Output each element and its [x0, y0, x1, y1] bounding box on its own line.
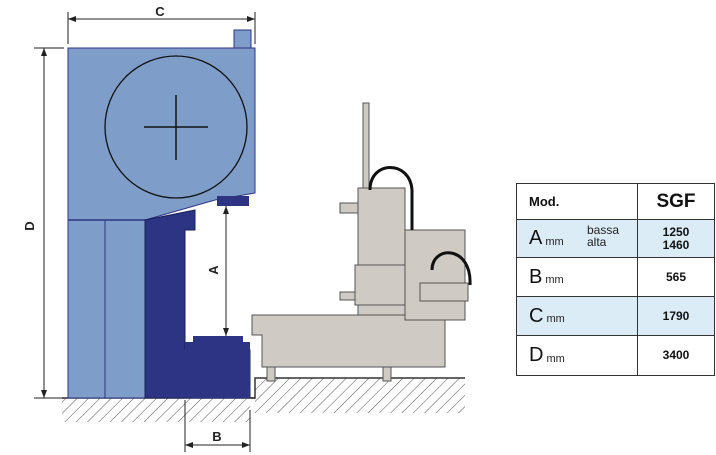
row-a-sublabel-bassa: bassa — [587, 223, 620, 237]
row-c-unit: mm — [546, 313, 565, 325]
carriage-body — [251, 314, 446, 368]
row-a-sublabel-alta: alta — [587, 235, 607, 249]
row-a-sublabels: bassa alta — [587, 224, 619, 248]
hydraulic-hose-2 — [430, 251, 472, 286]
dimension-d-label: D — [22, 221, 37, 230]
hydraulic-hose-1 — [368, 166, 414, 230]
row-a-value-bassa: 1250 — [662, 224, 690, 239]
foot-right — [382, 366, 392, 382]
dimension-d — [34, 47, 64, 399]
machine-frame — [67, 47, 256, 399]
spec-table: Mod. SGF A mm bassa alta 1250 1460 B mm … — [516, 183, 715, 376]
row-c-letter: C — [529, 304, 544, 327]
dimension-c — [67, 12, 256, 44]
feed-arm — [419, 282, 469, 302]
top-cap — [233, 29, 252, 49]
vise-jaw-upper — [339, 202, 359, 214]
header-mod-label: Mod. — [529, 194, 560, 209]
row-d-value: 3400 — [662, 348, 690, 362]
row-c-value: 1790 — [662, 308, 690, 323]
foot-left — [266, 366, 276, 382]
lower-table — [193, 336, 243, 342]
wheel-circle — [104, 55, 248, 199]
header-model-label: SGF — [656, 190, 696, 212]
upper-guide — [217, 196, 249, 206]
table-row-a: A mm bassa alta 1250 1460 — [517, 220, 714, 257]
rear-block — [404, 229, 466, 321]
row-a-letter: A — [529, 227, 543, 249]
row-a-value-alta: 1460 — [662, 237, 690, 252]
row-d-unit: mm — [546, 352, 565, 365]
floor-line-right — [250, 377, 465, 399]
row-b-value: 565 — [665, 269, 687, 284]
dimension-b — [184, 400, 251, 452]
dimension-b-label: B — [212, 429, 221, 444]
table-row-c: C mm 1790 — [517, 297, 714, 335]
dimension-a-label: A — [206, 265, 221, 275]
row-a-unit: mm — [545, 235, 564, 248]
vise-post — [362, 102, 370, 189]
row-b-unit: mm — [545, 274, 564, 286]
table-row-d: D mm 3400 — [517, 336, 714, 375]
clamp-block — [354, 264, 411, 306]
floor-hatch — [62, 398, 250, 422]
table-row-b: B mm 565 — [517, 258, 714, 296]
dimension-a — [223, 206, 229, 336]
dimension-c-label: C — [155, 4, 165, 19]
row-b-letter: B — [529, 265, 543, 288]
floor-hatch-right — [255, 378, 465, 413]
table-header: Mod. SGF — [517, 184, 714, 219]
row-d-letter: D — [529, 344, 544, 366]
machine-base — [185, 342, 250, 398]
